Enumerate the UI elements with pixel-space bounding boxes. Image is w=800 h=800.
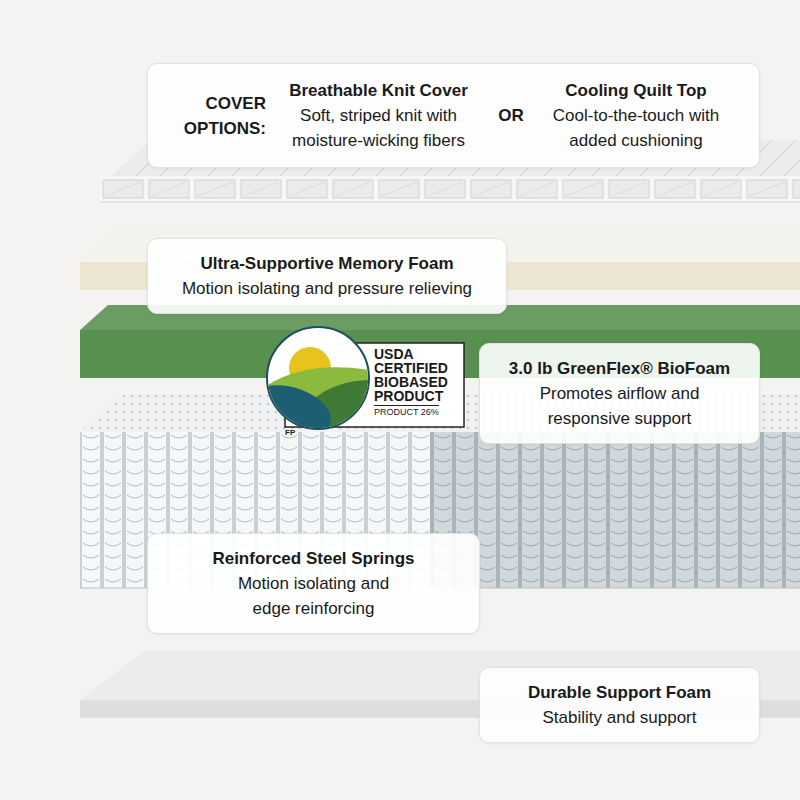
callout-heading: Reinforced Steel Springs — [212, 546, 414, 571]
logo-water — [266, 385, 331, 430]
callout-heading: Cooling Quilt Top — [565, 78, 706, 103]
callout-heading: Durable Support Foam — [528, 680, 711, 705]
layer-callout: Ultra-Supportive Memory FoamMotion isola… — [147, 238, 507, 314]
callout-column: COVER OPTIONS: — [166, 91, 266, 141]
badge-title: USDA CERTIFIED BIOBASED PRODUCT — [374, 347, 464, 403]
callout-body: Stability and support — [542, 705, 696, 730]
callout-heading: 3.0 lb GreenFlex® BioFoam — [509, 356, 730, 381]
callout-body: Soft, striped knit with moisture-wicking… — [266, 103, 491, 153]
callout-column: OR — [491, 103, 531, 128]
logo-mark: FP — [285, 428, 295, 438]
badge-text: USDA CERTIFIED BIOBASED PRODUCT PRODUCT 2… — [374, 347, 464, 418]
cover-band — [100, 176, 800, 202]
layer-callout: Durable Support FoamStability and suppor… — [479, 667, 760, 743]
callout-body: Motion isolating and edge reinforcing — [219, 571, 409, 621]
cover-options-callout: COVER OPTIONS:Breathable Knit CoverSoft,… — [147, 63, 760, 168]
callout-body: Cool-to-the-touch with added cushioning — [531, 103, 741, 153]
callout-heading: Ultra-Supportive Memory Foam — [200, 251, 453, 276]
callout-column: Cooling Quilt TopCool-to-the-touch with … — [531, 78, 741, 153]
callout-body: Motion isolating and pressure relieving — [182, 276, 472, 301]
callout-body: Promotes airflow and responsive support — [517, 381, 722, 431]
logo-hill — [266, 367, 370, 430]
springs-front-light — [80, 432, 430, 588]
cover-edge — [100, 202, 800, 203]
logo-circle — [267, 327, 369, 429]
springs-front-dark — [430, 432, 800, 588]
layer-callout: 3.0 lb GreenFlex® BioFoamPromotes airflo… — [479, 343, 760, 444]
callout-heading: OR — [498, 103, 524, 128]
layer-callout: Reinforced Steel SpringsMotion isolating… — [147, 533, 480, 634]
logo-art — [266, 347, 370, 430]
callout-heading: COVER OPTIONS: — [166, 91, 266, 141]
certification-badge: USDA CERTIFIED BIOBASED PRODUCT PRODUCT 2… — [266, 326, 466, 430]
badge-subtitle: PRODUCT 26% — [374, 405, 439, 418]
callout-column: Breathable Knit CoverSoft, striped knit … — [266, 78, 491, 153]
callout-heading: Breathable Knit Cover — [289, 78, 468, 103]
